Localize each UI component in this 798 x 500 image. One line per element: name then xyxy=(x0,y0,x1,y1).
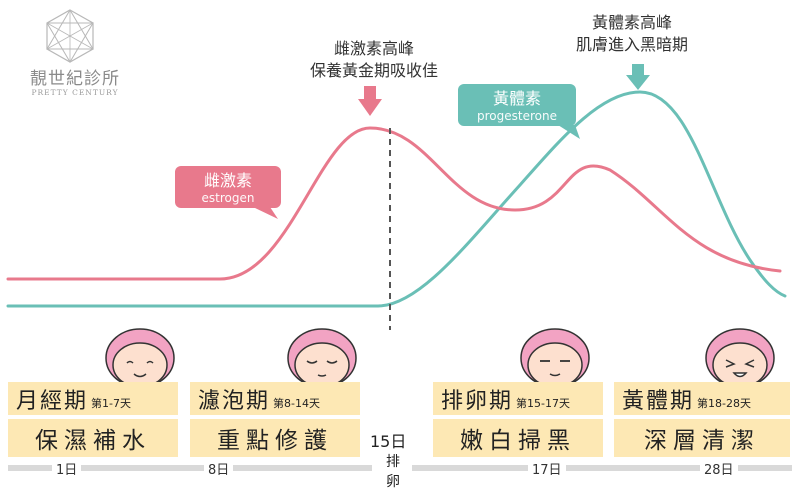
progesterone-label-bubble: 黃體素 progesterone xyxy=(458,84,576,126)
timeline-label: 8日 xyxy=(204,459,234,478)
progesterone-label-zh: 黃體素 xyxy=(492,89,541,108)
logo-icon xyxy=(46,9,94,63)
timeline-bar-left xyxy=(8,465,372,471)
progesterone-peak-callout: 黃體素高峰 肌膚進入黑暗期 xyxy=(552,12,712,56)
brand-name: 靚世紀診所 xyxy=(30,69,120,89)
timeline-bar-right xyxy=(412,465,792,471)
care-text: 重點修護 xyxy=(217,428,333,454)
timeline-label: 17日 xyxy=(528,459,566,478)
smiling-face-icon xyxy=(105,328,175,388)
phase-ovulation: 排卵期 第15-17天 xyxy=(433,382,603,415)
ovulation-char: 排 xyxy=(386,454,400,470)
calm-face-icon xyxy=(520,328,590,388)
progesterone-peak-arrow xyxy=(626,64,650,90)
care-luteal: 深層清潔 xyxy=(614,419,790,457)
estrogen-bubble-tail xyxy=(253,207,278,219)
care-ovulation: 嫩白掃黑 xyxy=(433,419,603,457)
ovulation-char: 卵 xyxy=(386,474,400,490)
ovulation-day-label: 15日 xyxy=(370,432,407,451)
estrogen-label-zh: 雌激素 xyxy=(203,171,252,190)
brand-subtitle: PRETTY CENTURY xyxy=(31,88,119,97)
ovulation-label: 排 卵 xyxy=(383,452,403,492)
timeline-label: 28日 xyxy=(700,459,738,478)
progesterone-peak-line1: 黃體素高峰 xyxy=(591,13,672,32)
phase-menstrual: 月經期 第1-7天 xyxy=(8,382,178,415)
progesterone-bubble-tail xyxy=(558,125,580,139)
estrogen-curve xyxy=(6,126,782,281)
estrogen-peak-arrow xyxy=(358,86,382,116)
phase-follicular: 濾泡期 第8-14天 xyxy=(190,382,360,415)
laughing-face-icon xyxy=(705,328,775,388)
phase-name: 黃體期 xyxy=(622,388,695,414)
phase-name: 濾泡期 xyxy=(198,388,271,414)
care-text: 深層清潔 xyxy=(644,428,760,454)
phase-days: 第15-17天 xyxy=(516,396,570,410)
progesterone-label-en: progesterone xyxy=(477,109,557,123)
phase-luteal: 黃體期 第18-28天 xyxy=(614,382,790,415)
estrogen-label-bubble: 雌激素 estrogen xyxy=(175,166,281,208)
phase-name: 月經期 xyxy=(16,388,89,414)
timeline-label: 1日 xyxy=(52,459,82,478)
phase-days: 第18-28天 xyxy=(697,396,751,410)
estrogen-peak-line2: 保養黃金期吸收佳 xyxy=(309,61,438,80)
care-text: 保濕補水 xyxy=(35,428,151,454)
sleepy-face-icon xyxy=(287,328,357,388)
progesterone-curve xyxy=(6,90,787,308)
estrogen-peak-callout: 雌激素高峰 保養黃金期吸收佳 xyxy=(284,38,464,82)
phase-days: 第8-14天 xyxy=(273,396,320,410)
estrogen-label-en: estrogen xyxy=(201,191,255,205)
phase-name: 排卵期 xyxy=(441,388,514,414)
care-text: 嫩白掃黑 xyxy=(460,428,576,454)
progesterone-peak-line2: 肌膚進入黑暗期 xyxy=(575,35,688,54)
estrogen-peak-line1: 雌激素高峰 xyxy=(333,39,414,58)
care-menstrual: 保濕補水 xyxy=(8,419,178,457)
phase-days: 第1-7天 xyxy=(91,396,131,410)
care-follicular: 重點修護 xyxy=(190,419,360,457)
